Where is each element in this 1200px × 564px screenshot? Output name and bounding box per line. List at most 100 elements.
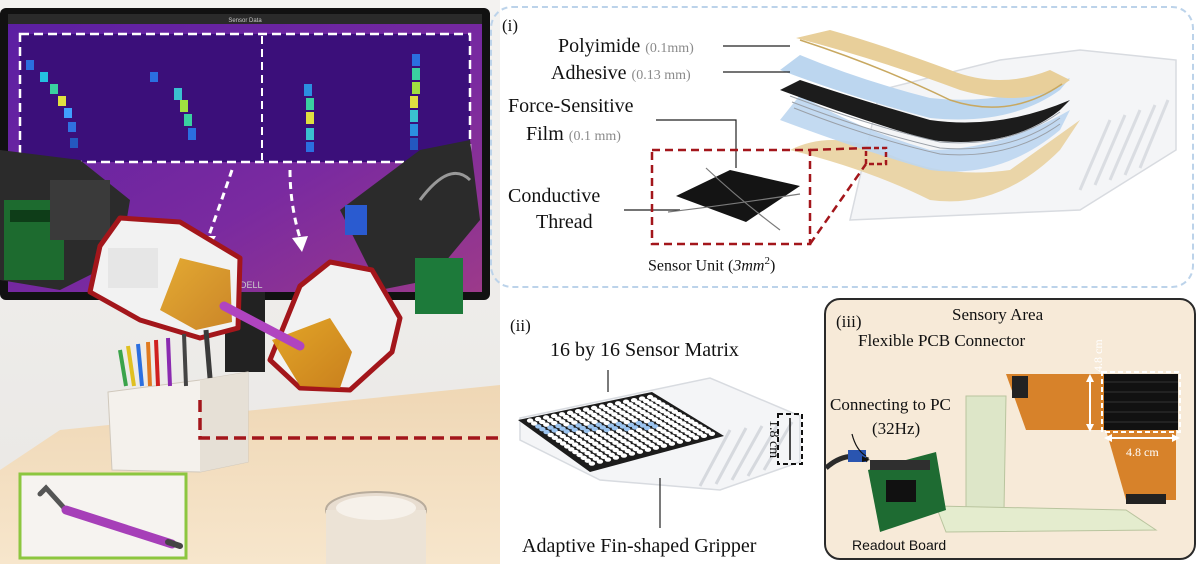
matrix-taxel <box>708 431 716 436</box>
matrix-taxel <box>620 453 628 458</box>
matrix-taxel <box>627 422 635 427</box>
tape-roll <box>325 491 427 564</box>
matrix-taxel <box>599 418 606 423</box>
matrix-taxel <box>575 416 582 421</box>
matrix-taxel <box>596 436 603 442</box>
matrix-taxel <box>539 427 546 432</box>
matrix-taxel <box>615 407 622 413</box>
robot-photo: Sensor Data <box>0 0 500 564</box>
matrix-taxel <box>647 408 654 413</box>
matrix-taxel <box>680 428 687 433</box>
matrix-taxel <box>659 408 666 414</box>
matrix-taxel <box>679 414 687 419</box>
matrix-taxel <box>580 440 587 445</box>
matrix-taxel <box>680 435 687 440</box>
matrix-taxel <box>639 423 647 428</box>
matrix-taxel <box>547 432 554 438</box>
matrix-taxel <box>583 421 590 426</box>
matrix-taxel <box>651 403 658 409</box>
matrix-taxel <box>639 416 646 421</box>
matrix-taxel <box>684 416 691 422</box>
matrix-taxel <box>663 404 670 409</box>
matrix-taxel <box>659 402 666 407</box>
monitor-title: Sensor Data <box>228 18 262 24</box>
matrix-taxel <box>559 419 566 424</box>
matrix-taxel <box>604 449 611 455</box>
matrix-taxel <box>591 412 598 418</box>
matrix-taxel <box>576 452 583 458</box>
matrix-taxel <box>619 417 626 422</box>
matrix-taxel <box>672 437 679 442</box>
matrix-taxel <box>607 409 614 414</box>
sensory-area-label: Sensory Area <box>952 305 1044 324</box>
conductive-thread-label-line2: Thread <box>536 211 593 233</box>
matrix-taxel <box>603 406 610 412</box>
matrix-taxel <box>646 394 654 400</box>
matrix-taxel <box>612 440 619 445</box>
matrix-taxel <box>592 441 599 446</box>
matrix-taxel <box>644 447 652 452</box>
matrix-taxel <box>652 431 659 436</box>
matrix-taxel <box>600 447 607 452</box>
matrix-taxel <box>671 416 679 421</box>
matrix-taxel <box>612 433 619 438</box>
matrix-taxel <box>655 413 662 418</box>
matrix-taxel <box>656 433 663 439</box>
matrix-taxel <box>624 434 631 439</box>
matrix-taxel <box>559 433 566 439</box>
matrix-taxel <box>643 419 651 424</box>
matrix-taxel <box>675 412 683 417</box>
matrix-taxel <box>591 434 599 439</box>
robot-photo-scene: Sensor Data <box>0 0 500 564</box>
matrix-taxel <box>627 402 634 407</box>
matrix-taxel <box>664 438 671 444</box>
matrix-taxel <box>595 408 602 413</box>
matrix-taxel <box>543 429 550 435</box>
sensor-matrix-grid <box>526 394 716 466</box>
matrix-taxel <box>592 449 599 454</box>
matrix-taxel <box>655 406 662 411</box>
matrix-taxel <box>640 430 647 435</box>
matrix-taxel <box>688 433 695 438</box>
matrix-taxel <box>608 452 615 457</box>
matrix-taxel <box>627 415 634 420</box>
matrix-taxel <box>603 427 611 433</box>
matrix-taxel <box>651 417 659 422</box>
matrix-taxel <box>567 432 574 437</box>
matrix-taxel <box>668 427 675 432</box>
layer-polyimide-label: Polyimide (0.1mm) <box>558 35 694 57</box>
matrix-taxel <box>660 436 667 441</box>
matrix-taxel <box>684 430 691 435</box>
heatmap-traces <box>26 54 420 152</box>
matrix-taxel <box>659 415 667 420</box>
matrix-taxel <box>680 421 687 426</box>
matrix-taxel <box>571 427 578 432</box>
matrix-taxel <box>636 449 644 454</box>
matrix-taxel <box>643 405 650 410</box>
matrix-taxel <box>567 417 574 422</box>
matrix-taxel <box>539 419 546 425</box>
matrix-taxel <box>526 418 534 423</box>
matrix-taxel <box>663 411 670 416</box>
matrix-taxel <box>692 421 699 427</box>
matrix-taxel <box>587 424 594 429</box>
matrix-taxel <box>620 438 627 444</box>
matrix-taxel <box>606 402 614 408</box>
matrix-taxel <box>582 407 590 412</box>
matrix-taxel <box>614 401 622 406</box>
layer-film-label-line1: Force-Sensitive <box>508 95 634 117</box>
matrix-taxel <box>600 439 607 445</box>
matrix-taxel <box>559 426 566 431</box>
matrix-taxel <box>643 398 650 404</box>
matrix-taxel <box>531 421 538 426</box>
dimension-horizontal-label: 4.8 cm <box>1126 445 1159 459</box>
matrix-taxel <box>688 426 695 431</box>
matrix-taxel <box>644 440 651 445</box>
matrix-taxel <box>624 441 631 446</box>
matrix-taxel <box>623 420 630 425</box>
matrix-taxel <box>700 433 708 438</box>
matrix-taxel <box>616 436 623 441</box>
matrix-taxel <box>635 413 642 419</box>
matrix-taxel <box>603 420 610 426</box>
matrix-taxel <box>558 412 566 417</box>
